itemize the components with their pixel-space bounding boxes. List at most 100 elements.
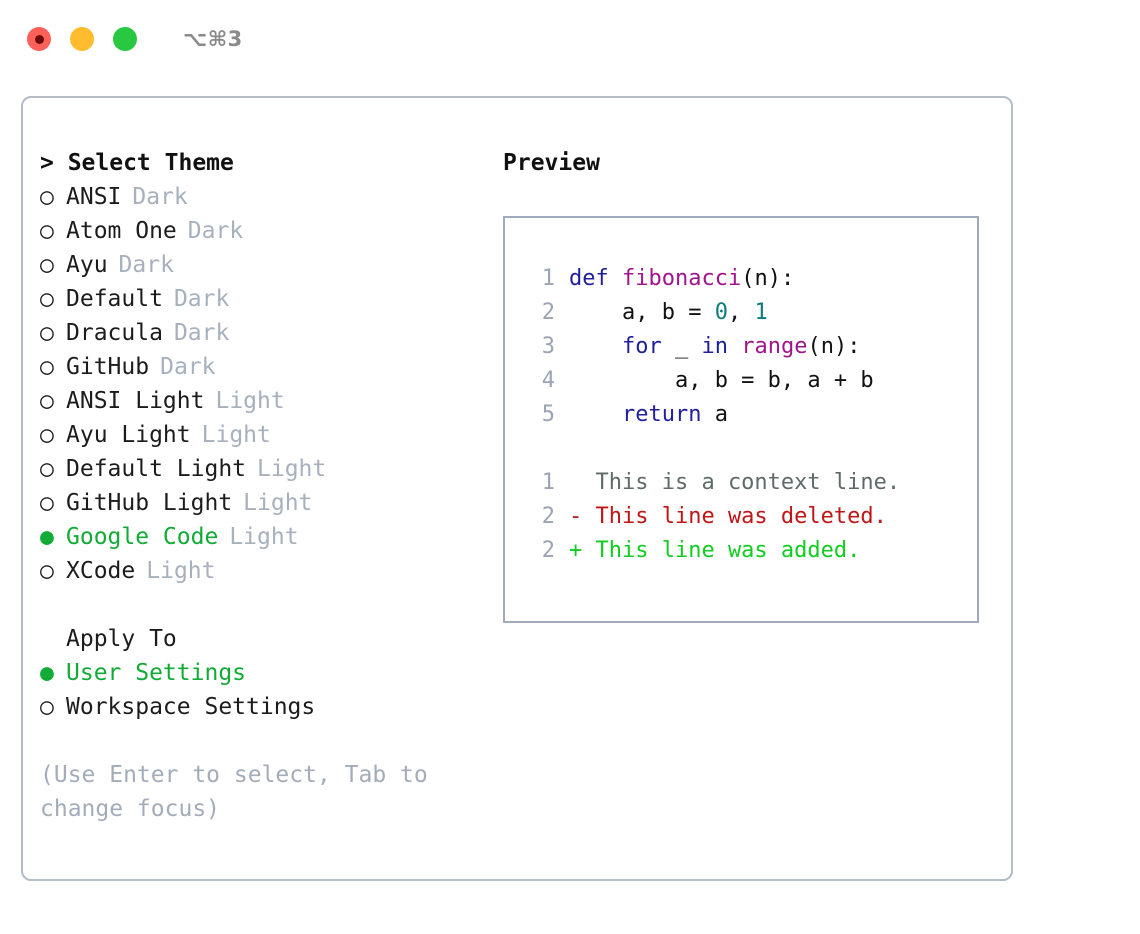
- window-controls: [27, 27, 137, 51]
- token-fn: fibonacci: [621, 266, 742, 291]
- theme-option-github[interactable]: ○ GitHub Dark: [40, 350, 490, 384]
- apply-to-header: Apply To: [66, 626, 177, 652]
- theme-option-dracula[interactable]: ○ Dracula Dark: [40, 316, 490, 350]
- apply-to-section: Apply To ●User Settings ○ Workspace Settin…: [40, 622, 490, 724]
- token-kw: for: [621, 334, 662, 359]
- theme-option-ansi[interactable]: ○ ANSI Dark: [40, 180, 490, 214]
- radio-unselected-icon[interactable]: ○: [40, 354, 54, 380]
- code-line: 4 a, b = b, a + b: [525, 364, 977, 398]
- apply-to-option-label: Workspace Settings: [66, 694, 316, 720]
- select-theme-header: > Select Theme: [40, 150, 234, 176]
- code-line: 5 return a: [525, 398, 977, 432]
- token-pl: [569, 334, 622, 359]
- token-kw: return: [621, 402, 702, 427]
- theme-option-default-light[interactable]: ○ Default Light Light: [40, 452, 490, 486]
- theme-option-kind-label: Dark: [173, 320, 230, 346]
- radio-unselected-icon[interactable]: ○: [40, 456, 54, 482]
- theme-option-label: GitHub Light: [66, 490, 233, 516]
- theme-option-xcode[interactable]: ○ XCode Light: [40, 554, 490, 588]
- titlebar: ⌥⌘3: [0, 0, 1140, 78]
- apply-to-option-user-settings[interactable]: ●User Settings: [40, 656, 490, 690]
- preview-header: Preview: [503, 150, 600, 176]
- theme-option-default[interactable]: ○ Default Dark: [40, 282, 490, 316]
- theme-option-kind-label: Light: [215, 388, 285, 414]
- token-pl: (n):: [741, 266, 795, 291]
- theme-option-kind-label: Light: [257, 456, 327, 482]
- code-text: return a: [569, 398, 728, 432]
- radio-unselected-icon[interactable]: ○: [40, 558, 54, 584]
- token-pl: (n):: [807, 334, 861, 359]
- radio-unselected-icon[interactable]: ○: [40, 218, 54, 244]
- line-number: 4: [541, 368, 555, 393]
- theme-option-label: XCode: [66, 558, 136, 584]
- apply-to-option-workspace-settings[interactable]: ○ Workspace Settings: [40, 690, 490, 724]
- radio-unselected-icon[interactable]: ○: [40, 694, 54, 720]
- apply-to-options-list[interactable]: ●User Settings ○ Workspace Settings: [40, 656, 490, 724]
- radio-selected-icon[interactable]: ●: [40, 660, 54, 686]
- diff-text: + This line was added.: [569, 538, 861, 563]
- radio-unselected-icon[interactable]: ○: [40, 388, 54, 414]
- radio-unselected-icon[interactable]: ○: [40, 422, 54, 448]
- radio-unselected-icon[interactable]: ○: [40, 252, 54, 278]
- minimize-button[interactable]: [70, 27, 94, 51]
- maximize-button[interactable]: [113, 27, 137, 51]
- token-kw: def: [569, 266, 622, 291]
- diff-line-context: 1 This is a context line.: [525, 466, 977, 500]
- theme-option-label: Dracula: [66, 320, 163, 346]
- code-text: a, b = b, a + b: [569, 364, 874, 398]
- line-number: 2: [541, 538, 555, 563]
- theme-option-kind-label: Light: [243, 490, 313, 516]
- theme-option-label: Default Light: [66, 456, 247, 482]
- line-number: 1: [541, 470, 555, 495]
- theme-option-label: Google Code: [66, 524, 219, 550]
- token-pl: _: [661, 334, 702, 359]
- line-number: 2: [541, 504, 555, 529]
- theme-option-label: Ayu: [66, 252, 108, 278]
- token-kw: in: [701, 334, 728, 359]
- code-line: 3 for _ in range(n):: [525, 330, 977, 364]
- theme-option-label: ANSI: [66, 184, 122, 210]
- radio-unselected-icon[interactable]: ○: [40, 320, 54, 346]
- token-fn: range: [741, 334, 808, 359]
- keyboard-shortcut-label: ⌥⌘3: [183, 27, 243, 51]
- radio-unselected-icon[interactable]: ○: [40, 490, 54, 516]
- keyboard-hint-text: (Use Enter to select, Tab to change focu…: [40, 762, 442, 822]
- theme-option-kind-label: Light: [146, 558, 216, 584]
- theme-option-kind-label: Light: [229, 524, 299, 550]
- close-button[interactable]: [27, 27, 51, 51]
- token-pl: a, b = b, a + b: [569, 368, 874, 393]
- code-text: for _ in range(n):: [569, 330, 860, 364]
- code-line: 2 a, b = 0, 1: [525, 296, 977, 330]
- theme-option-kind-label: Dark: [132, 184, 188, 210]
- diff-line-del: 2- This line was deleted.: [525, 500, 977, 534]
- theme-option-google-code[interactable]: ● Google Code Light: [40, 520, 490, 554]
- diff-line-add: 2 + This line was added.: [525, 534, 977, 568]
- code-text: a, b = 0, 1: [569, 296, 768, 330]
- theme-option-label: Ayu Light: [66, 422, 191, 448]
- theme-option-kind-label: Dark: [160, 354, 216, 380]
- theme-option-kind-label: Dark: [173, 286, 230, 312]
- radio-unselected-icon[interactable]: ○: [40, 184, 54, 210]
- theme-option-github-light[interactable]: ○ GitHub Light Light: [40, 486, 490, 520]
- radio-selected-icon[interactable]: ●: [40, 524, 54, 550]
- theme-option-kind-label: Dark: [187, 218, 244, 244]
- token-pl: a, b =: [569, 300, 715, 325]
- theme-option-label: GitHub: [66, 354, 150, 380]
- radio-unselected-icon[interactable]: ○: [40, 286, 54, 312]
- theme-option-label: ANSI Light: [66, 388, 205, 414]
- theme-option-ansi-light[interactable]: ○ ANSI Light Light: [40, 384, 490, 418]
- line-number: 5: [541, 402, 555, 427]
- theme-option-label: Default: [66, 286, 163, 312]
- token-pl: ,: [727, 300, 755, 325]
- token-pl: [569, 402, 622, 427]
